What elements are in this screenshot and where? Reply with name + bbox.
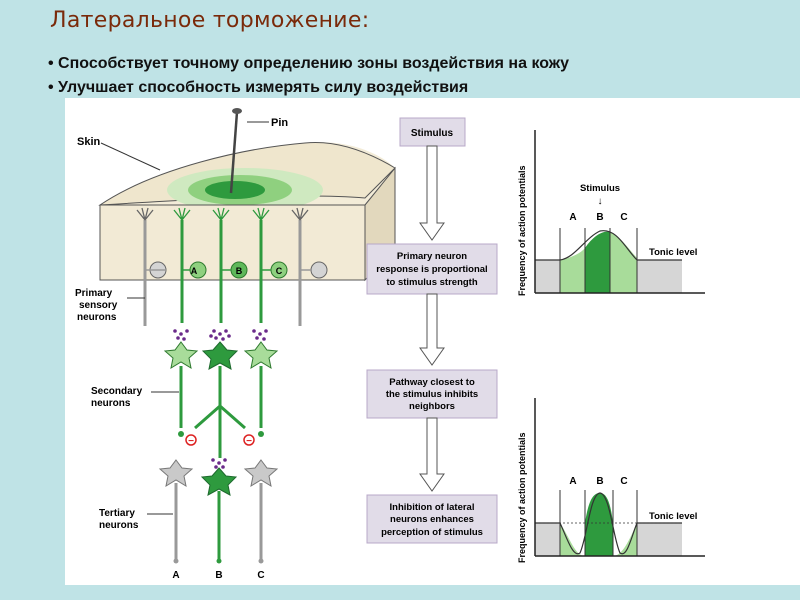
flowchart: Stimulus Primary neuron response is prop… [366, 117, 498, 544]
secondary-label-1: Secondary [91, 386, 143, 397]
graph-bottom-a: A [569, 476, 576, 487]
graph-bottom-tonic-label: Tonic level [649, 511, 697, 522]
primary-label-2: sensory [79, 300, 118, 311]
secondary-label-2: neurons [91, 398, 131, 409]
graph-top-c: C [620, 212, 627, 223]
primary-a-label: A [191, 266, 198, 276]
slide-title: Латеральное торможение: [50, 8, 370, 33]
inhibit-c-sign: − [246, 436, 252, 447]
graph-top-tonic-right [637, 260, 682, 293]
figure-svg: Pin Skin A B C Primary sensory neurons [75, 108, 705, 581]
flow-box-3-line-1: Pathway closest to [389, 377, 475, 388]
flow-box-2-line-1: Primary neuron [397, 251, 467, 262]
output-b-label: B [215, 570, 222, 581]
flow-box-2-line-2: response is proportional [376, 264, 487, 275]
graph-top: Frequency of action potentials Stimulus … [517, 130, 705, 296]
flow-box-4-line-3: perception of stimulus [381, 527, 483, 538]
output-a-label: A [172, 570, 179, 581]
lateral-inhibition-figure: Pin Skin A B C Primary sensory neurons [65, 98, 800, 585]
graph-top-b: B [596, 212, 603, 223]
graph-top-a: A [569, 212, 576, 223]
graph-bottom-ylabel: Frequency of action potentials [517, 432, 527, 563]
flow-box-4-line-1: Inhibition of lateral [390, 502, 475, 513]
output-c-label: C [257, 570, 264, 581]
bullet-list: Способствует точному определению зоны во… [48, 52, 569, 100]
pin [229, 108, 242, 194]
tertiary-label-1: Tertiary [99, 508, 135, 519]
pin-label: Pin [271, 117, 288, 129]
flow-arrow-1 [419, 145, 445, 241]
graph-top-stimulus-label: Stimulus [580, 183, 620, 194]
flow-box-1-line-1: Stimulus [411, 128, 454, 139]
secondary-neurons [163, 341, 279, 458]
graph-bottom-tonic-right [637, 523, 682, 556]
graph-bottom-bar-b [585, 493, 613, 556]
graph-bottom-bar-c [613, 523, 637, 556]
flow-box-inhibition [366, 494, 498, 544]
flow-box-2-line-3: to stimulus strength [386, 277, 478, 288]
flow-box-pathway [366, 369, 498, 419]
flow-box-3-line-2: the stimulus inhibits [386, 389, 478, 400]
flow-box-3-line-3: neighbors [409, 401, 455, 412]
primary-b-label: B [236, 266, 243, 276]
graph-top-bar-c [610, 232, 637, 293]
primary-c-label: C [276, 266, 283, 276]
terminal-a [178, 431, 184, 437]
flow-box-primary [366, 243, 498, 295]
graph-top-stimulus-arrow: ↓ [598, 196, 603, 207]
tertiary-label-2: neurons [99, 520, 139, 531]
graph-bottom-b: B [596, 476, 603, 487]
graph-top-tonic-label: Tonic level [649, 247, 697, 258]
flow-arrow-3 [419, 417, 445, 492]
primary-label-1: Primary [75, 288, 113, 299]
skin-label: Skin [77, 136, 101, 148]
bullet-item: Улучшает способность измерять силу возде… [48, 76, 569, 100]
inhibit-a-sign: − [188, 436, 194, 447]
primary-label-3: neurons [77, 312, 117, 323]
graph-top-ylabel: Frequency of action potentials [517, 165, 527, 296]
graph-bottom-bar-a [560, 523, 585, 556]
skin-leader [100, 142, 161, 171]
graph-bottom: Frequency of action potentials A B C Ton… [517, 398, 705, 563]
inhibition-markers [185, 434, 255, 446]
graph-bottom-curve [535, 492, 682, 555]
graph-top-curve [535, 230, 682, 261]
bullet-item: Способствует точному определению зоны во… [48, 52, 569, 76]
primary-neurons [136, 207, 328, 326]
flow-arrow-2 [419, 293, 445, 366]
graph-top-bar-b [585, 231, 610, 293]
flow-box-stimulus [399, 117, 466, 147]
stimulus-zone-center [205, 181, 265, 199]
graph-bottom-tonic-left [535, 523, 560, 556]
graph-top-bar-a [560, 248, 585, 293]
terminal-c [258, 431, 264, 437]
synapse-dots [173, 329, 268, 469]
flow-box-4-line-2: neurons enhances [390, 514, 474, 525]
tertiary-neurons [158, 459, 279, 564]
skin-block [98, 141, 396, 282]
graph-bottom-c: C [620, 476, 627, 487]
